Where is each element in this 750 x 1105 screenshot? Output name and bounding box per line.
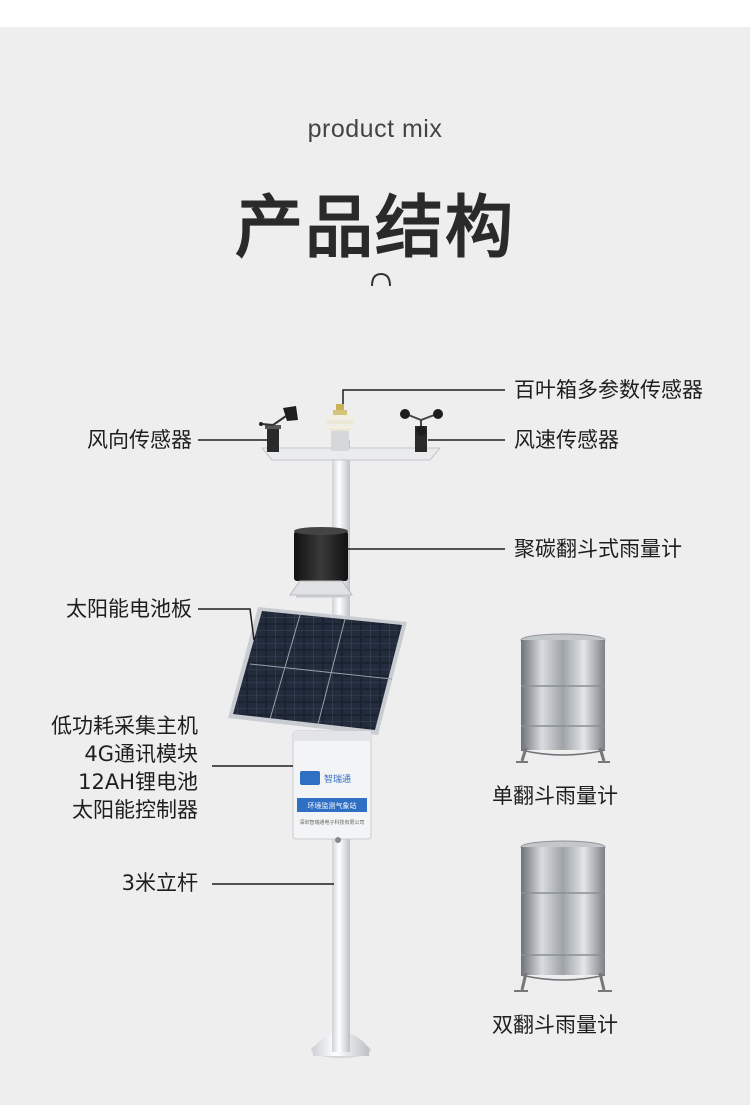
crossarm (260, 447, 442, 461)
solar-panel (228, 607, 407, 735)
brand-text: 智瑞通 (324, 773, 351, 784)
company-text: 深圳智瑞通电子科技有限公司 (299, 819, 364, 826)
louver-box-sensor (327, 404, 353, 451)
label-wind-direction: 风向传感器 (87, 428, 192, 452)
label-pole: 3米立杆 (121, 871, 198, 895)
label-single-bucket: 单翻斗雨量计 (492, 784, 618, 808)
leader-lines (198, 389, 505, 885)
section-subtitle: product mix (307, 115, 443, 143)
label-louver-box: 百叶箱多参数传感器 (514, 378, 703, 402)
label-host-line: 太阳能控制器 (72, 798, 198, 822)
label-carbon-rain-gauge: 聚碳翻斗式雨量计 (514, 537, 682, 561)
content-panel (0, 27, 750, 1105)
controller-box: 智瑞通 环境监测气象站 深圳智瑞通电子科技有限公司 (292, 730, 372, 843)
label-wind-speed: 风速传感器 (514, 428, 619, 452)
section-title: 产品结构 (234, 189, 515, 268)
wind-direction-sensor (259, 406, 298, 452)
single-bucket-rain-gauge (516, 633, 610, 763)
label-host-components: 低功耗采集主机 4G通讯模块 12AH锂电池 太阳能控制器 (51, 712, 198, 824)
label-host-line: 低功耗采集主机 (51, 714, 198, 738)
label-solar-panel: 太阳能电池板 (66, 597, 192, 621)
label-host-line: 12AH锂电池 (78, 770, 198, 794)
label-host-line: 4G通讯模块 (84, 742, 198, 766)
carbon-rain-gauge (289, 527, 353, 598)
label-double-bucket: 双翻斗雨量计 (492, 1013, 618, 1037)
wind-speed-sensor (400, 409, 443, 452)
arch-icon (371, 272, 391, 287)
double-bucket-rain-gauge (514, 840, 612, 992)
box-title-text: 环境监测气象站 (308, 801, 357, 810)
